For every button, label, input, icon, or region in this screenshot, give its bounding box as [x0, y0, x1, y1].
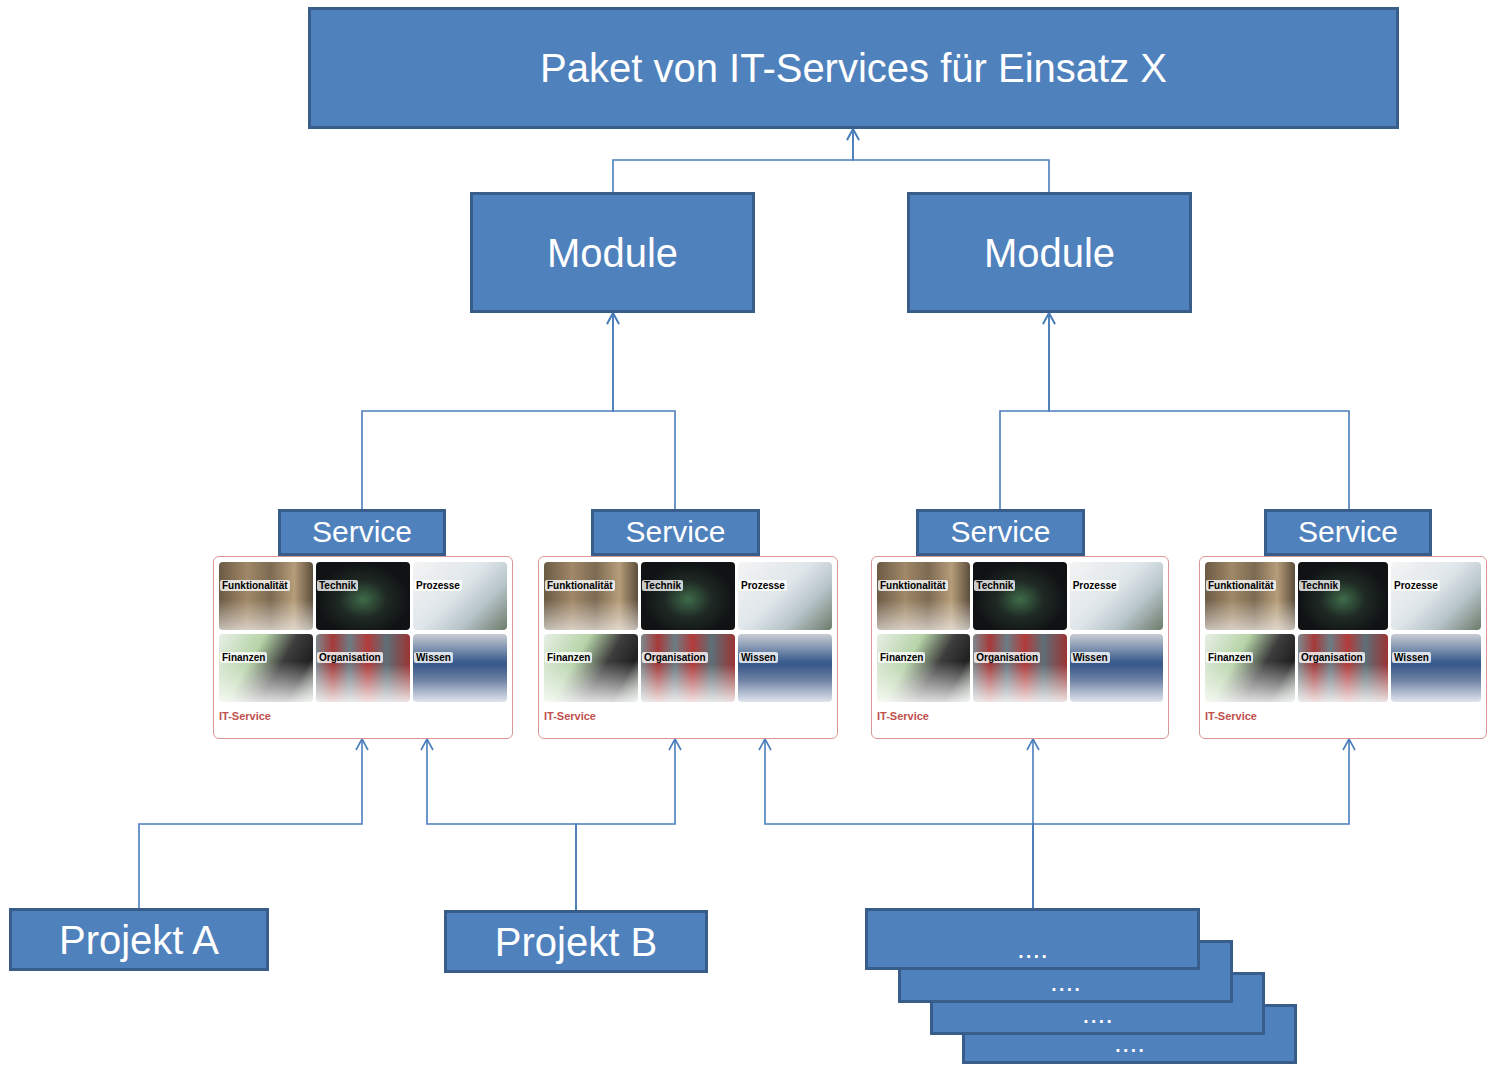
- tile-caption: Prozesse: [1392, 580, 1440, 591]
- service-card-frame: Funktionalität Technik ProzesseFinanzen Org…: [871, 556, 1169, 739]
- picture-tile: Funktionalität: [1205, 562, 1295, 630]
- tile-caption: Funktionalität: [1206, 580, 1276, 591]
- project-box: Projekt A: [9, 908, 269, 971]
- connector-line: [613, 129, 853, 192]
- service-card-frame: Funktionalität Technik ProzesseFinanzen Org…: [213, 556, 513, 739]
- picture-tile: Organisation: [641, 634, 735, 702]
- picture-tile: Organisation: [316, 634, 410, 702]
- project-stack-box: ....: [865, 908, 1200, 970]
- picture-grid: Funktionalität Technik ProzesseFinanzen Org…: [219, 562, 507, 702]
- tile-caption: Technik: [642, 580, 683, 591]
- service-card-frame: Funktionalität Technik ProzesseFinanzen Org…: [1199, 556, 1487, 739]
- picture-tile: Finanzen: [877, 634, 970, 702]
- connector-line: [362, 313, 613, 509]
- tile-caption: Technik: [1299, 580, 1340, 591]
- tile-caption: Organisation: [642, 652, 708, 663]
- picture-grid: Funktionalität Technik ProzesseFinanzen Org…: [877, 562, 1163, 702]
- tile-caption: Funktionalität: [878, 580, 948, 591]
- tile-caption: Funktionalität: [545, 580, 615, 591]
- box-label: Paket von IT-Services für Einsatz X: [540, 45, 1167, 91]
- card-footer-label: IT-Service: [219, 710, 507, 722]
- tile-caption: Finanzen: [220, 652, 267, 663]
- picture-tile: Prozesse: [413, 562, 507, 630]
- picture-tile: Prozesse: [1070, 562, 1163, 630]
- service-title: Service: [625, 515, 725, 550]
- tile-caption: Wissen: [739, 652, 778, 663]
- module-box: Module: [907, 192, 1192, 313]
- tile-caption: Funktionalität: [220, 580, 290, 591]
- tile-caption: Wissen: [414, 652, 453, 663]
- tile-caption: Finanzen: [1206, 652, 1253, 663]
- box-label: ....: [1050, 966, 1081, 998]
- tile-caption: Prozesse: [414, 580, 462, 591]
- tile-caption: Organisation: [1299, 652, 1365, 663]
- tile-caption: Prozesse: [1071, 580, 1119, 591]
- picture-tile: Organisation: [973, 634, 1066, 702]
- service-card: ServiceFunktionalität Technik ProzesseFina…: [871, 509, 1169, 739]
- tile-caption: Wissen: [1071, 652, 1110, 663]
- project-box: Projekt B: [444, 910, 708, 973]
- box-label: ....: [1017, 933, 1048, 965]
- picture-tile: Wissen: [413, 634, 507, 702]
- service-title: Service: [1298, 515, 1398, 550]
- picture-tile: Funktionalität: [877, 562, 970, 630]
- card-footer-label: IT-Service: [1205, 710, 1481, 722]
- service-tab: Service: [1264, 509, 1432, 556]
- connector-line: [1049, 313, 1349, 509]
- service-card: ServiceFunktionalität Technik ProzesseFina…: [1199, 509, 1487, 739]
- tile-caption: Organisation: [974, 652, 1040, 663]
- connector-line: [576, 739, 675, 910]
- tile-caption: Organisation: [317, 652, 383, 663]
- picture-tile: Finanzen: [544, 634, 638, 702]
- picture-tile: Funktionalität: [219, 562, 313, 630]
- box-label: Module: [547, 230, 678, 276]
- module-box: Module: [470, 192, 755, 313]
- connector-line: [427, 739, 576, 910]
- tile-caption: Technik: [974, 580, 1015, 591]
- picture-tile: Technik: [973, 562, 1066, 630]
- service-tab: Service: [278, 509, 446, 556]
- picture-grid: Funktionalität Technik ProzesseFinanzen Org…: [1205, 562, 1481, 702]
- tile-caption: Finanzen: [545, 652, 592, 663]
- picture-tile: Finanzen: [219, 634, 313, 702]
- picture-tile: Funktionalität: [544, 562, 638, 630]
- connector-line: [613, 313, 675, 509]
- picture-grid: Funktionalität Technik ProzesseFinanzen Org…: [544, 562, 832, 702]
- package-box: Paket von IT-Services für Einsatz X: [308, 7, 1399, 129]
- picture-tile: Technik: [1298, 562, 1388, 630]
- picture-tile: Finanzen: [1205, 634, 1295, 702]
- service-card: ServiceFunktionalität Technik ProzesseFina…: [538, 509, 838, 739]
- picture-tile: Technik: [641, 562, 735, 630]
- connector-line: [853, 129, 1049, 192]
- box-label: Projekt A: [59, 917, 219, 963]
- picture-tile: Organisation: [1298, 634, 1388, 702]
- service-title: Service: [312, 515, 412, 550]
- box-label: Module: [984, 230, 1115, 276]
- tile-caption: Finanzen: [878, 652, 925, 663]
- service-tab: Service: [916, 509, 1085, 556]
- service-tab: Service: [591, 509, 760, 556]
- connector-line: [139, 739, 362, 908]
- service-card: ServiceFunktionalität Technik ProzesseFina…: [213, 509, 513, 739]
- picture-tile: Wissen: [738, 634, 832, 702]
- connector-line: [1000, 313, 1049, 509]
- tile-caption: Wissen: [1392, 652, 1431, 663]
- service-title: Service: [950, 515, 1050, 550]
- card-footer-label: IT-Service: [877, 710, 1163, 722]
- connector-line: [765, 739, 1033, 908]
- picture-tile: Technik: [316, 562, 410, 630]
- picture-tile: Prozesse: [738, 562, 832, 630]
- tile-caption: Technik: [317, 580, 358, 591]
- picture-tile: Wissen: [1391, 634, 1481, 702]
- picture-tile: Wissen: [1070, 634, 1163, 702]
- connector-line: [1033, 739, 1349, 908]
- tile-caption: Prozesse: [739, 580, 787, 591]
- box-label: Projekt B: [495, 919, 657, 965]
- service-card-frame: Funktionalität Technik ProzesseFinanzen Org…: [538, 556, 838, 739]
- picture-tile: Prozesse: [1391, 562, 1481, 630]
- card-footer-label: IT-Service: [544, 710, 832, 722]
